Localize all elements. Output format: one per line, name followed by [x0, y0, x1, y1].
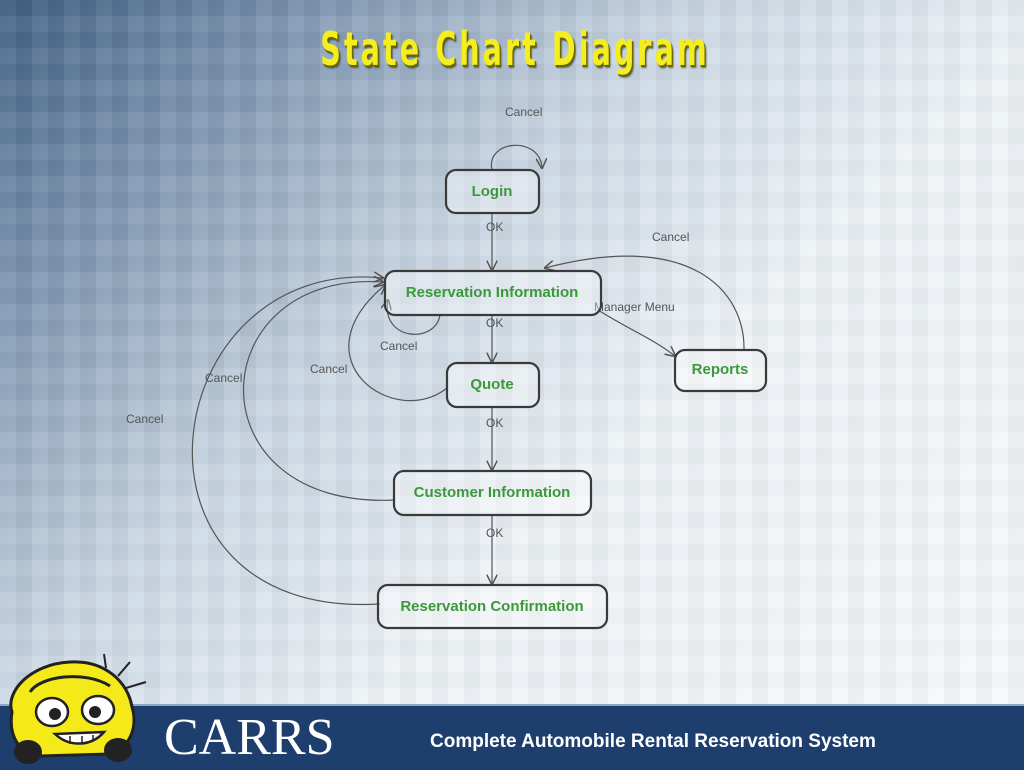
state-chart-diagram: Cancel OK Cancel OK Manager Menu Cancel … — [126, 105, 768, 630]
transition-label: OK — [486, 316, 503, 330]
transition-label: Cancel — [652, 230, 689, 244]
transition-label: Cancel — [126, 412, 163, 426]
brand-name: CARRS — [164, 709, 335, 766]
transition-confirm-cancel — [191, 277, 383, 605]
transition-reports-cancel — [545, 255, 745, 351]
state-label: Reservation Information — [406, 284, 579, 301]
transition-login-cancel — [490, 144, 542, 171]
state-quote: Quote — [445, 361, 541, 409]
transition-label: OK — [486, 220, 503, 234]
state-label: Reservation Confirmation — [400, 598, 583, 615]
state-reports: Reports — [673, 348, 768, 393]
transition-label: Cancel — [505, 105, 542, 119]
state-label: Customer Information — [414, 484, 571, 501]
transition-label: Cancel — [205, 371, 242, 385]
state-label: Login — [472, 183, 513, 200]
state-reservation-confirmation: Reservation Confirmation — [376, 583, 609, 630]
state-customer-information: Customer Information — [392, 469, 593, 517]
transition-label: Manager Menu — [594, 300, 675, 314]
cartoon-yellow-car-icon — [9, 653, 147, 764]
transition-manager-menu — [597, 309, 675, 356]
brand-tagline: Complete Automobile Rental Reservation S… — [430, 731, 876, 752]
transition-label: Cancel — [310, 362, 347, 376]
transition-label: Cancel — [380, 339, 417, 353]
transition-quote-cancel — [348, 285, 448, 402]
transition-custinfo-cancel — [242, 282, 396, 501]
footer-bar — [0, 704, 1024, 770]
state-label: Reports — [692, 361, 749, 378]
slide-title: State Chart Diagram — [320, 22, 710, 76]
state-label: Quote — [470, 376, 513, 393]
state-login: Login — [444, 168, 541, 215]
state-reservation-information: Reservation Information — [383, 269, 603, 317]
transition-label: OK — [486, 416, 503, 430]
transition-label: OK — [486, 526, 503, 540]
